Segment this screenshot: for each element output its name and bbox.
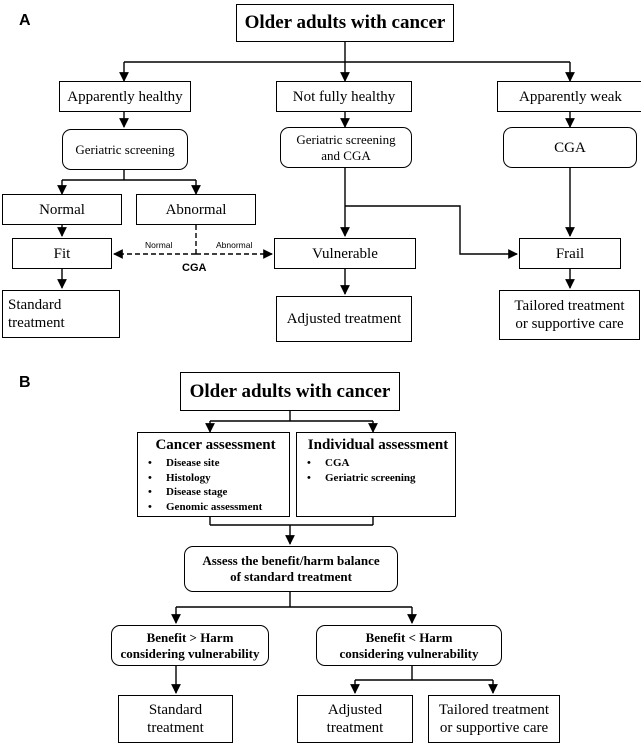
geriatric-screening-box: Geriatric screening [62, 129, 188, 170]
list-item: CGA [307, 456, 449, 471]
b-tailored-treatment-box: Tailored treatment or supportive care [428, 695, 560, 743]
cga-box: CGA [503, 127, 637, 168]
list-item: Disease stage [148, 485, 283, 500]
b-adjusted-treatment-box: Adjusted treatment [297, 695, 413, 743]
assess-balance-box: Assess the benefit/harm balance of stand… [184, 546, 398, 592]
b-tailored-treatment-line-1: Tailored treatment [438, 702, 550, 718]
apparently-healthy-box: Apparently healthy [59, 81, 191, 112]
benefit-lt-harm-box: Benefit < Harm considering vulnerability [316, 625, 502, 666]
arrow-cga-label: CGA [182, 262, 207, 274]
cancer-assessment-list: Disease site Histology Disease stage Gen… [148, 456, 283, 514]
cancer-assessment-box: Cancer assessment Disease site Histology… [137, 432, 290, 517]
list-item: Geriatric screening [307, 471, 449, 486]
individual-assessment-heading: Individual assessment [307, 437, 449, 453]
benefit-gt-harm-line-1: Benefit > Harm [146, 629, 234, 645]
b-standard-treatment-line-2: treatment [147, 720, 204, 736]
vulnerable-box: Vulnerable [274, 238, 416, 269]
fit-box: Fit [12, 238, 112, 269]
assess-balance-line-1: Assess the benefit/harm balance [202, 553, 380, 568]
list-item: Histology [148, 471, 283, 486]
cancer-assessment-heading: Cancer assessment [155, 437, 276, 453]
b-standard-treatment-box: Standard treatment [118, 695, 233, 743]
adjusted-treatment-box: Adjusted treatment [276, 296, 412, 342]
benefit-gt-harm-box: Benefit > Harm considering vulnerability [111, 625, 269, 666]
panel-b-connectors [171, 411, 498, 694]
abnormal-box: Abnormal [136, 194, 256, 225]
panel-b: B Older adults with cancer Cancer assess… [0, 362, 641, 749]
panel-a: A Older adults with cancer Apparently he… [0, 0, 641, 360]
individual-assessment-box: Individual assessment CGA Geriatric scre… [296, 432, 456, 517]
b-tailored-treatment-line-2: or supportive care [439, 720, 549, 736]
arrow-normal-label: Normal [145, 240, 173, 250]
tailored-treatment-box: Tailored treatment or supportive care [499, 290, 640, 340]
panel-a-label: A [19, 12, 31, 29]
panel-a-connectors [57, 42, 575, 295]
normal-box: Normal [2, 194, 122, 225]
b-standard-treatment-line-1: Standard [148, 702, 203, 718]
assess-balance-line-2: of standard treatment [230, 569, 352, 584]
panel-b-label: B [19, 374, 31, 391]
list-item: Disease site [148, 456, 283, 471]
benefit-gt-harm-line-2: considering vulnerability [120, 645, 260, 661]
benefit-lt-harm-line-1: Benefit < Harm [365, 629, 453, 645]
benefit-lt-harm-line-2: considering vulnerability [339, 645, 479, 661]
not-fully-healthy-box: Not fully healthy [276, 81, 412, 112]
b-adjusted-treatment-line-2: treatment [326, 720, 384, 736]
apparently-weak-box: Apparently weak [497, 81, 641, 112]
geriatric-screening-cga-line-1: Geriatric screening [296, 131, 396, 147]
b-adjusted-treatment-line-1: Adjusted [327, 702, 383, 718]
panel-a-title-box: Older adults with cancer [236, 4, 454, 42]
tailored-treatment-line-2: or supportive care [515, 316, 624, 332]
list-item: Genomic assessment [148, 500, 283, 515]
geriatric-screening-cga-box: Geriatric screening and CGA [280, 127, 412, 168]
panel-b-title-box: Older adults with cancer [180, 372, 400, 411]
individual-assessment-list: CGA Geriatric screening [307, 456, 449, 485]
tailored-treatment-line-1: Tailored treatment [514, 298, 625, 314]
standard-treatment-box: Standard treatment [2, 290, 120, 338]
standard-treatment-line-1: Standard [8, 297, 62, 313]
geriatric-screening-cga-line-2: and CGA [321, 147, 371, 163]
arrow-abnormal-label: Abnormal [216, 240, 253, 250]
standard-treatment-line-2: treatment [8, 315, 65, 331]
frail-box: Frail [519, 238, 621, 269]
